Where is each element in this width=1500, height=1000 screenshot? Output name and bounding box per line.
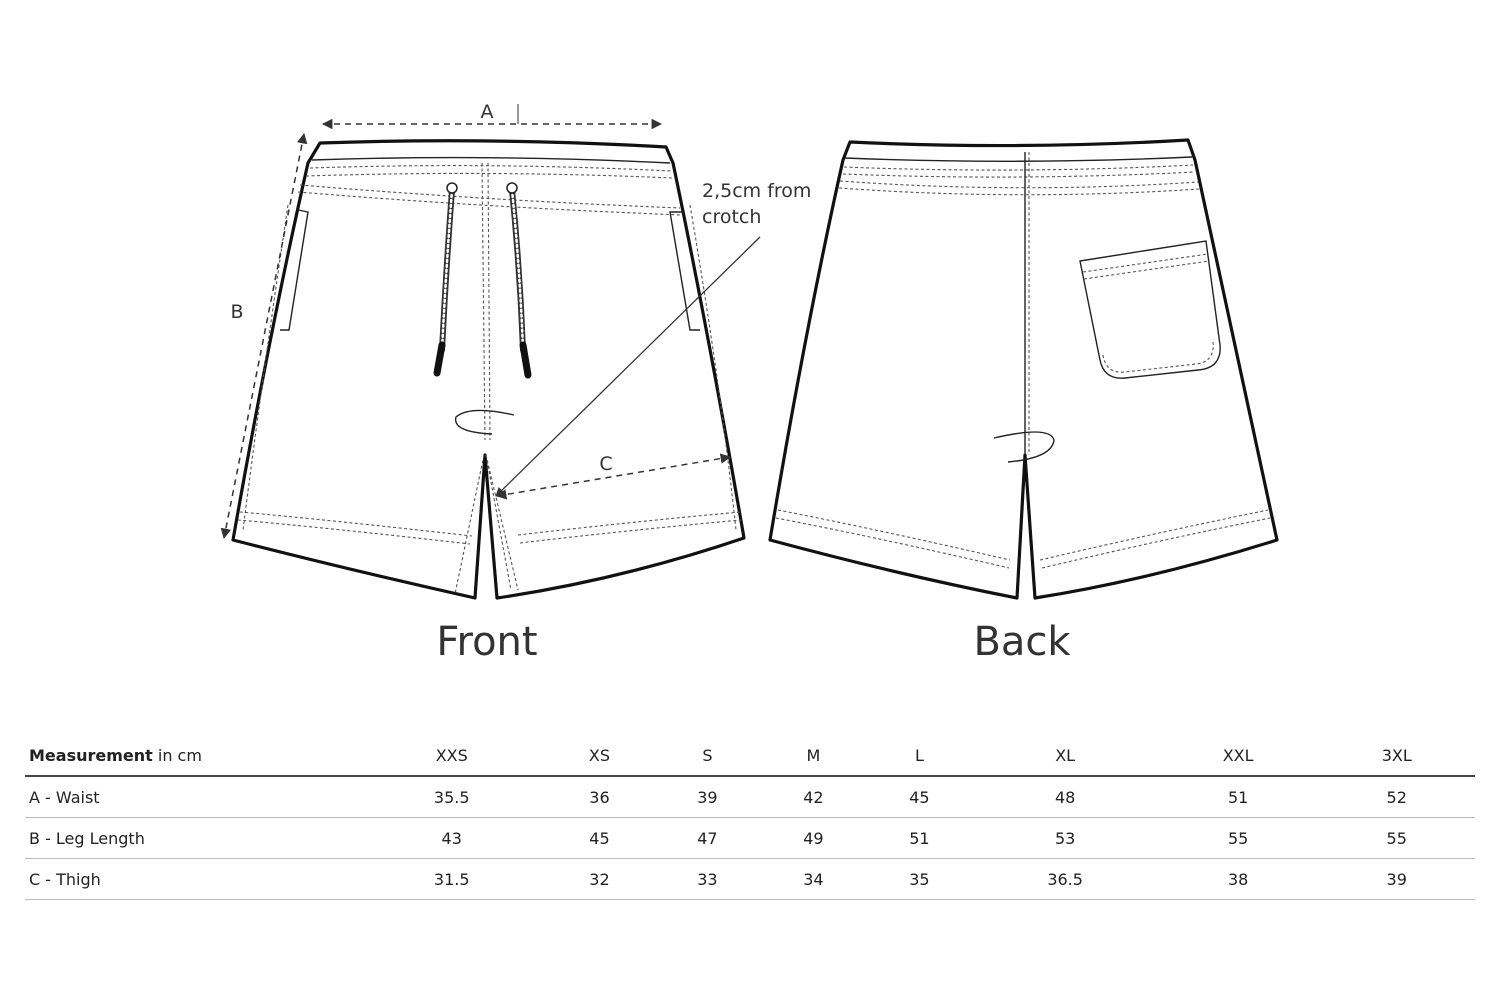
front-label: Front — [436, 619, 537, 665]
table-cell: 35.5 — [359, 776, 545, 818]
table-cell: 55 — [1318, 817, 1475, 859]
table-cell: 43 — [359, 817, 545, 859]
back-shorts — [768, 138, 1279, 600]
size-table: Measurement in cm XXS XS S M L XL XXL 3X… — [25, 735, 1475, 900]
table-cell: 36 — [544, 776, 655, 818]
table-row: A - Waist 35.5 36 39 42 45 48 51 52 — [25, 776, 1475, 818]
table-cell: 32 — [544, 858, 655, 900]
back-label: Back — [973, 619, 1071, 665]
header-size: XXS — [359, 735, 545, 777]
row-label: C - Thigh — [25, 858, 359, 900]
header-measurement: Measurement in cm — [25, 735, 359, 777]
header-size: XS — [544, 735, 655, 777]
table-cell: 47 — [654, 817, 761, 859]
table-cell: 51 — [1157, 776, 1319, 818]
table-cell: 33 — [654, 858, 761, 900]
table-cell: 35 — [866, 858, 973, 900]
front-shorts — [231, 139, 746, 600]
table-cell: 48 — [972, 776, 1158, 818]
table-cell: 39 — [1318, 858, 1475, 900]
table-cell: 49 — [760, 817, 867, 859]
table-cell: 52 — [1318, 776, 1475, 818]
header-size: 3XL — [1318, 735, 1475, 777]
crotch-note-line2: crotch — [702, 206, 761, 228]
table-cell: 53 — [972, 817, 1158, 859]
table-cell: 31.5 — [359, 858, 545, 900]
dim-c-label: C — [599, 453, 612, 475]
dim-a-label: A — [481, 101, 494, 123]
table-cell: 36.5 — [972, 858, 1158, 900]
header-size: XXL — [1157, 735, 1319, 777]
header-measurement-bold: Measurement — [29, 745, 153, 765]
header-size: S — [654, 735, 761, 777]
crotch-note-line1: 2,5cm from — [702, 180, 811, 202]
table-cell: 51 — [866, 817, 973, 859]
back-outline — [768, 138, 1279, 600]
table-row: C - Thigh 31.5 32 33 34 35 36.5 38 39 — [25, 858, 1475, 900]
table-cell: 42 — [760, 776, 867, 818]
header-size: L — [866, 735, 973, 777]
dim-b-label: B — [230, 301, 243, 323]
table-row: B - Leg Length 43 45 47 49 51 53 55 55 — [25, 817, 1475, 859]
table-cell: 45 — [544, 817, 655, 859]
table-cell: 38 — [1157, 858, 1319, 900]
table-cell: 39 — [654, 776, 761, 818]
shorts-diagram: A B C 2,5cm from crotch Front Back — [220, 101, 1279, 665]
table-cell: 45 — [866, 776, 973, 818]
header-size: M — [760, 735, 867, 777]
row-label: B - Leg Length — [25, 817, 359, 859]
header-size: XL — [972, 735, 1158, 777]
header-unit: in cm — [152, 745, 202, 765]
table-cell: 34 — [760, 858, 867, 900]
table-header-row: Measurement in cm XXS XS S M L XL XXL 3X… — [25, 735, 1475, 777]
row-label: A - Waist — [25, 776, 359, 818]
table-cell: 55 — [1157, 817, 1319, 859]
